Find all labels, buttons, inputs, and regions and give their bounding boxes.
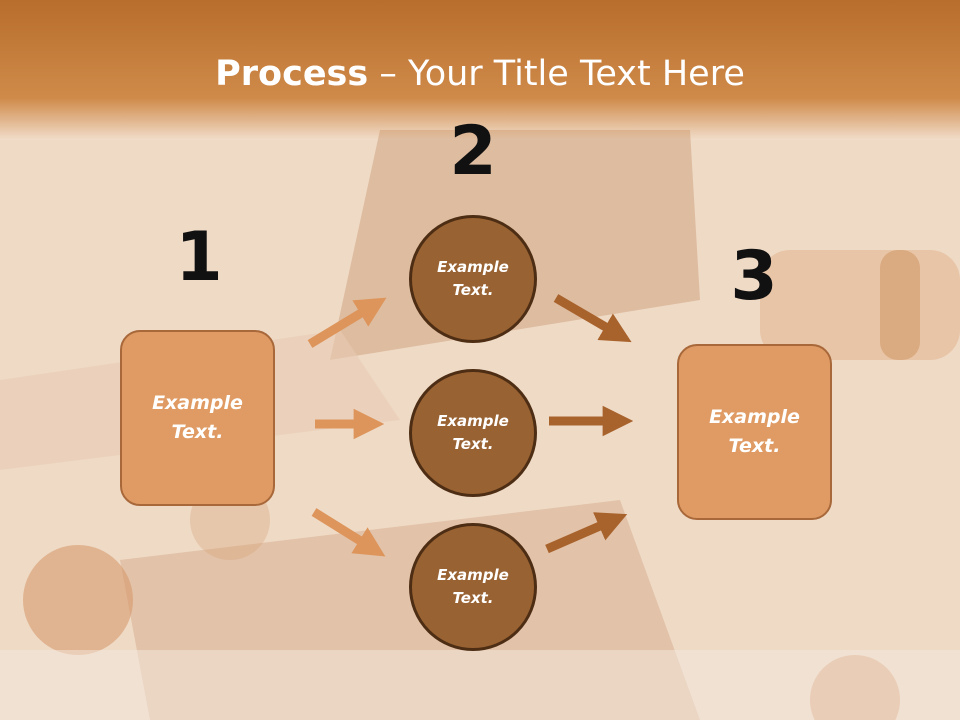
title-rest: – Your Title Text Here bbox=[368, 54, 745, 94]
arrow-1-to-top bbox=[307, 297, 387, 348]
step-1-box: Example Text. bbox=[120, 330, 275, 506]
step-2-circle-middle: Example Text. bbox=[409, 369, 537, 497]
step-3-box: Example Text. bbox=[677, 344, 832, 520]
step-1-number: 1 bbox=[175, 218, 223, 297]
header-band bbox=[0, 0, 960, 140]
step-2-number: 2 bbox=[449, 112, 497, 191]
arrow-1-to-bottom bbox=[311, 508, 386, 557]
arrow-top-to-3 bbox=[553, 294, 632, 343]
title-bold: Process bbox=[215, 54, 369, 94]
slide-title: Process – Your Title Text Here bbox=[0, 52, 960, 96]
step-3-number: 3 bbox=[730, 237, 778, 316]
arrow-bottom-to-3 bbox=[545, 512, 628, 554]
step-2-circle-top: Example Text. bbox=[409, 215, 537, 343]
step-2-circle-bottom: Example Text. bbox=[409, 523, 537, 651]
